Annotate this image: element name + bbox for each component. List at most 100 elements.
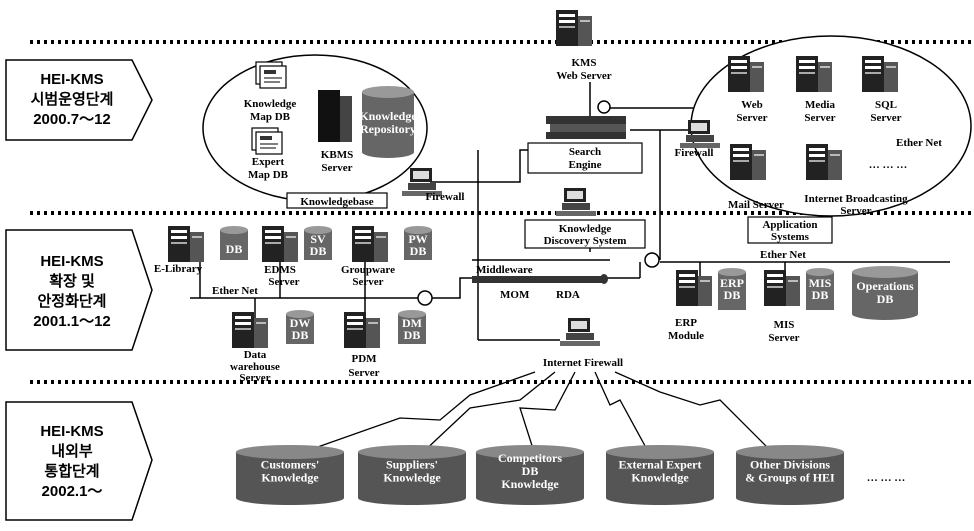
network-node <box>597 100 611 114</box>
phase-1-period: 2000.7～12 <box>33 111 111 128</box>
e-library-server-icon <box>168 226 204 262</box>
knowledgebase-box <box>286 192 388 209</box>
external-knowledge-db-label: Other Divisions <box>750 458 830 472</box>
svg-text:DB: DB <box>292 328 309 342</box>
application-systems-box <box>747 216 833 244</box>
search-engine-label-1: Search <box>569 146 601 158</box>
phase-3-name: HEI-KMS <box>40 423 103 440</box>
external-knowledge-db: Other Divisions& Groups of HEI <box>736 445 844 505</box>
erp-module-icon <box>676 270 712 306</box>
middleware-label: Middleware <box>476 264 533 276</box>
external-knowledge-db-label: Knowledge <box>383 471 441 485</box>
external-knowledge-db: Customers'Knowledge <box>236 445 344 505</box>
lightning-links <box>294 371 776 456</box>
svg-text:DB: DB <box>226 242 243 256</box>
ellipsis-top: … … … <box>869 159 908 171</box>
svg-text:DB: DB <box>877 292 894 306</box>
search-engine-icon <box>546 116 626 139</box>
knowledge-discovery-label-1: Knowledge <box>559 223 612 235</box>
groupware-server-label-1: Groupware <box>341 264 395 276</box>
firewall-right-label: Firewall <box>675 147 714 159</box>
internet-firewall-label: Internet Firewall <box>543 357 623 369</box>
external-knowledge-db-label: Customers' <box>261 458 320 472</box>
kbms-server-label-2: Server <box>321 162 352 174</box>
expert-map-db-label-1: Expert <box>252 156 285 168</box>
search-engine-box <box>527 142 643 174</box>
erp-module-label-1: ERP <box>675 317 697 329</box>
external-knowledge-db-label: DB <box>522 464 539 478</box>
web-server-label-1: Web <box>741 99 762 111</box>
erp-db: ERP DB <box>718 268 746 310</box>
application-systems-label-2: Systems <box>771 231 810 243</box>
pdm-server-icon <box>344 312 380 348</box>
e-library-db: DB <box>220 226 248 260</box>
phase-2-name: HEI-KMS <box>40 253 103 270</box>
ether-net-right-label: Ether Net <box>760 249 806 261</box>
phase-2-stage2: 안정화단계 <box>37 292 106 310</box>
mis-db: MIS DB <box>806 268 834 310</box>
mail-server-label: Mail Server <box>728 199 784 211</box>
mis-server-label-2: Server <box>768 332 799 344</box>
firewall-left-label: Firewall <box>426 191 465 203</box>
data-warehouse-label-2: warehouse <box>230 361 280 373</box>
svg-text:DM: DM <box>402 316 422 330</box>
knowledge-map-db-label-1: Knowledge <box>244 98 297 110</box>
phase-3-stage2: 통합단계 <box>44 463 99 480</box>
phase-3-period: 2002.1～ <box>42 483 103 500</box>
external-knowledge-db-label: Knowledge <box>261 471 319 485</box>
kms-web-server-icon <box>556 10 592 46</box>
groupware-server-label-2: Server <box>352 276 383 288</box>
svg-text:PW: PW <box>408 232 427 246</box>
phase-3-stage1: 내외부 <box>51 442 93 460</box>
pdm-db: DM DB <box>398 310 426 344</box>
internet-broadcasting-label-1: Internet Broadcasting <box>804 193 908 205</box>
external-knowledge-db-label: Competitors <box>498 451 562 465</box>
kbms-server-label-1: KBMS <box>321 149 353 161</box>
knowledge-repository-label-1: Knowledge <box>359 109 417 123</box>
svg-text:MIS: MIS <box>809 276 832 290</box>
phase-1-stage: 시범운영단계 <box>31 90 114 108</box>
svg-text:ERP: ERP <box>720 276 744 290</box>
e-library-label: E-Library <box>154 263 203 275</box>
external-knowledge-db-label: External Expert <box>619 458 702 472</box>
knowledge-map-db-label-2: Map DB <box>250 111 291 123</box>
edms-db: SV DB <box>304 226 332 260</box>
phase-2-period: 2001.1～12 <box>33 313 111 330</box>
search-engine-label-2: Engine <box>568 159 601 171</box>
svg-text:Operations: Operations <box>856 279 914 293</box>
web-server-label-2: Server <box>736 112 767 124</box>
knowledge-discovery-box <box>524 219 646 249</box>
operations-db: Operations DB <box>852 266 918 320</box>
knowledge-discovery-label-2: Discovery System <box>544 235 627 247</box>
knowledgebase-label: Knowledgebase <box>300 196 373 208</box>
internet-broadcasting-label-2: Server <box>840 205 871 217</box>
external-knowledge-db-label: Suppliers' <box>386 458 438 472</box>
ellipsis-bottom: … … … <box>867 472 906 484</box>
mis-server-icon <box>764 270 800 306</box>
knowledge-repository-label-2: Repository <box>360 122 416 136</box>
rda-label: RDA <box>556 289 580 301</box>
svg-text:DB: DB <box>410 244 427 258</box>
groupware-db: PW DB <box>404 226 432 260</box>
kbms-server-icon <box>318 90 352 142</box>
data-warehouse-label-1: Data <box>244 349 267 361</box>
external-knowledge-db-label: Knowledge <box>501 477 559 491</box>
knowledge-discovery-icon <box>556 188 596 216</box>
edms-server-icon <box>262 226 298 262</box>
mom-label: MOM <box>500 289 530 301</box>
svg-text:DB: DB <box>812 288 829 302</box>
pdm-server-label-2: Server <box>348 367 379 379</box>
phase-1-name: HEI-KMS <box>40 71 103 88</box>
network-node <box>417 290 433 306</box>
edms-server-label-1: EDMS <box>264 264 296 276</box>
ether-net-left-label: Ether Net <box>212 285 258 297</box>
svg-text:SV: SV <box>310 232 326 246</box>
kms-web-server-label-2: Web Server <box>556 70 611 82</box>
groupware-server-icon <box>352 226 388 262</box>
phase-arrow-3: HEI-KMS 내외부 통합단계 2002.1～ <box>5 401 153 521</box>
pdm-server-label-1: PDM <box>351 353 377 365</box>
data-warehouse-server-icon <box>232 312 268 348</box>
erp-module-label-2: Module <box>668 330 704 342</box>
network-node <box>644 252 660 268</box>
